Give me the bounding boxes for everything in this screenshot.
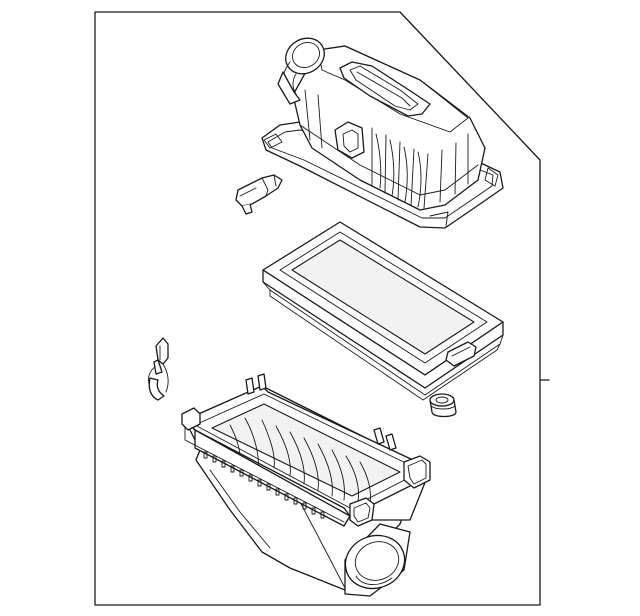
vent-slots (203, 451, 325, 519)
hose-clamp[interactable] (148, 337, 169, 401)
sensor-connector[interactable] (235, 174, 283, 215)
diagram-border (94, 11, 541, 606)
lower-housing[interactable] (181, 373, 431, 597)
air-filter-element[interactable] (262, 221, 504, 401)
upper-cover[interactable] (261, 31, 504, 229)
grommet[interactable] (429, 393, 457, 418)
